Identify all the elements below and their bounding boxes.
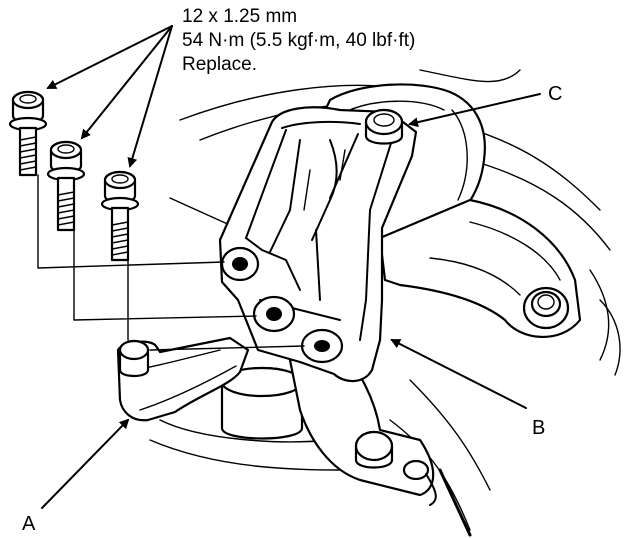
bolt-3 (100, 170, 140, 262)
spec-torque: 54 N·m (5.5 kgf·m, 40 lbf·ft) (182, 30, 415, 51)
bolt-2 (46, 140, 86, 232)
callout-c: C (548, 83, 562, 105)
bolt-alignment-lines (37, 174, 305, 351)
callout-b: B (532, 417, 545, 439)
spec-note: Replace. (182, 54, 257, 75)
callout-arrows (41, 93, 541, 509)
lower-support (220, 348, 472, 537)
torque-spec: 12 x 1.25 mm 54 N·m (5.5 kgf·m, 40 lbf·f… (182, 6, 415, 75)
bracket-b (218, 106, 418, 383)
callout-a: A (22, 513, 36, 535)
spec-arrows (46, 25, 173, 168)
bracket-a (116, 336, 250, 422)
bolt-1 (8, 90, 48, 177)
spec-thread: 12 x 1.25 mm (182, 6, 297, 27)
